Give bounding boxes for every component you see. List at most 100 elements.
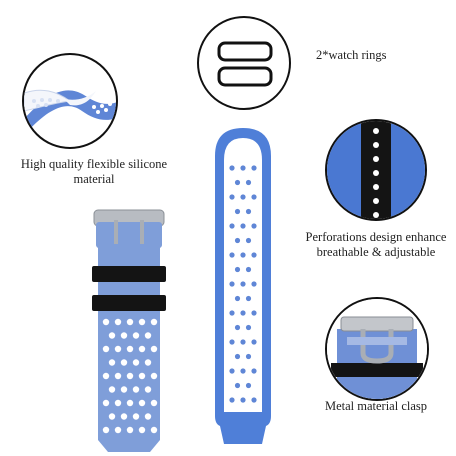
silicone-caption-line2: material <box>73 172 115 186</box>
perforation-hole <box>245 382 252 389</box>
perforation-hole <box>240 310 246 316</box>
perforation-hole <box>251 397 257 403</box>
perforation-hole <box>251 339 257 345</box>
perforation-hole <box>234 266 241 273</box>
perforation-hole <box>251 194 257 200</box>
perforation-caption-line2: breathable & adjustable <box>316 245 436 259</box>
perforation-hole <box>132 359 140 366</box>
perforation-hole <box>240 281 246 287</box>
perforation-hole <box>245 179 252 186</box>
perforation-hole <box>245 208 252 215</box>
perforation-hole <box>132 332 140 339</box>
perforation-hole <box>245 324 252 331</box>
perforation-hole <box>229 252 235 258</box>
silicone-detail-circle <box>22 53 118 149</box>
perforation-hole <box>229 223 235 229</box>
perforation-hole <box>229 397 235 403</box>
perforation-hole <box>229 339 235 345</box>
perforation-hole <box>126 399 134 407</box>
perforation-hole <box>240 339 246 345</box>
rings-caption: 2*watch rings <box>316 48 387 62</box>
perforation-hole <box>240 223 246 229</box>
perforation-hole <box>251 281 257 287</box>
perforation-hole <box>234 295 241 302</box>
perforation-hole <box>126 372 134 380</box>
perforation-hole <box>245 237 252 244</box>
perforation-hole <box>229 194 235 200</box>
perforation-hole <box>108 413 116 420</box>
perforation-hole <box>234 324 241 331</box>
perforation-hole <box>120 386 128 393</box>
perforation-hole <box>229 165 235 171</box>
perforation-hole <box>138 399 146 407</box>
perforation-hole <box>229 281 235 287</box>
watch-ring-icon <box>217 41 273 62</box>
clasp-caption: Metal material clasp <box>324 399 428 413</box>
perforation-hole <box>240 252 246 258</box>
perforation-hole <box>138 426 146 434</box>
perforation-hole <box>229 368 235 374</box>
perforation-hole <box>240 165 246 171</box>
perforation-hole <box>120 413 128 420</box>
perforation-hole <box>150 318 158 326</box>
perforation-hole <box>144 332 152 339</box>
perforation-hole <box>251 252 257 258</box>
perforation-hole <box>114 345 122 353</box>
perforation-hole <box>234 208 241 215</box>
perforation-hole <box>114 318 122 326</box>
perforation-hole <box>240 194 246 200</box>
perforation-hole <box>126 426 134 434</box>
perforation-hole <box>245 266 252 273</box>
perforation-hole <box>234 237 241 244</box>
clasp-detail-circle <box>325 297 429 401</box>
perforation-hole <box>234 382 241 389</box>
perforation-hole <box>102 372 110 380</box>
perforation-hole <box>144 359 152 366</box>
perforation-hole <box>240 397 246 403</box>
perforation-hole <box>251 165 257 171</box>
perforation-hole <box>240 368 246 374</box>
perforation-hole <box>234 353 241 360</box>
perforation-hole <box>114 372 122 380</box>
perforation-hole <box>251 368 257 374</box>
long-strap-piece <box>210 126 276 452</box>
perforation-hole <box>234 179 241 186</box>
perforation-hole <box>150 399 158 407</box>
perforation-hole <box>251 310 257 316</box>
perforation-hole <box>251 223 257 229</box>
perforation-hole <box>138 345 146 353</box>
perforation-caption-line1: Perforations design enhance <box>305 230 447 244</box>
perforation-hole <box>144 413 152 420</box>
perforation-hole <box>132 386 140 393</box>
perforation-hole <box>144 386 152 393</box>
perforated-strap-closeup <box>327 121 425 219</box>
buckle-strap-piece <box>88 208 170 454</box>
perforation-hole <box>126 318 134 326</box>
perforation-hole <box>132 413 140 420</box>
perforation-hole <box>229 310 235 316</box>
perforation-hole <box>245 353 252 360</box>
perforation-hole <box>102 399 110 407</box>
perforation-hole <box>150 372 158 380</box>
silicone-caption-line1: High quality flexible silicone <box>20 157 168 171</box>
perforation-detail-circle <box>325 119 427 221</box>
perforation-hole <box>108 332 116 339</box>
rings-detail-circle <box>197 16 291 110</box>
perforation-hole <box>120 332 128 339</box>
perforation-hole <box>102 345 110 353</box>
perforation-hole <box>120 359 128 366</box>
perforation-hole <box>114 426 122 434</box>
perforation-hole <box>102 426 110 434</box>
perforation-hole <box>108 359 116 366</box>
perforation-hole <box>150 426 158 434</box>
silicone-strap-closeup <box>24 89 116 136</box>
perforation-hole <box>138 372 146 380</box>
perforation-hole <box>150 345 158 353</box>
perforation-hole <box>114 399 122 407</box>
perforation-hole <box>245 295 252 302</box>
metal-buckle-closeup <box>327 299 427 399</box>
perforation-hole <box>102 318 110 326</box>
perforation-hole <box>126 345 134 353</box>
perforation-hole <box>138 318 146 326</box>
perforation-hole <box>108 386 116 393</box>
